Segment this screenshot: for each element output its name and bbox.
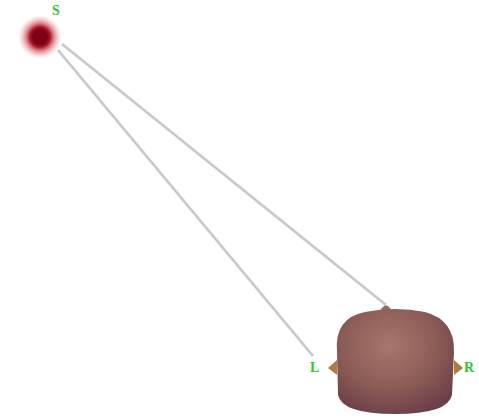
ear-label: R — [464, 361, 474, 375]
ear-label: L — [310, 361, 319, 375]
right-ear — [454, 360, 463, 375]
path-right — [62, 44, 386, 305]
path-left-core — [58, 50, 313, 356]
left-ear — [328, 360, 337, 375]
sound-source — [18, 15, 62, 59]
path-left — [58, 50, 313, 356]
head — [337, 309, 454, 414]
sound-source-core — [32, 29, 48, 45]
source-label: S — [52, 4, 60, 18]
path-right-core — [62, 44, 386, 305]
